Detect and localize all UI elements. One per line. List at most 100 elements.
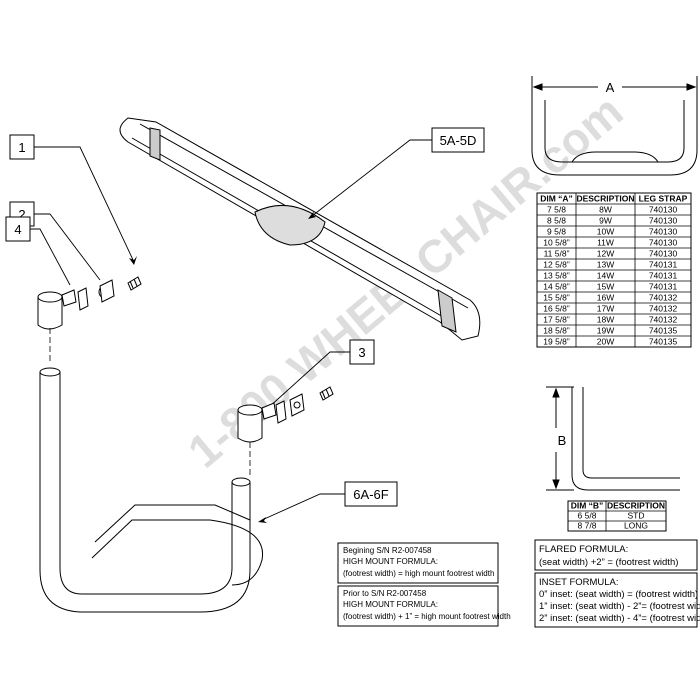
callout-1-leader bbox=[34, 146, 135, 263]
table-a-cell: 10W bbox=[597, 227, 614, 237]
callout-6-arrowhead bbox=[258, 517, 267, 523]
callout-4-label: 4 bbox=[14, 222, 21, 237]
inset-line4: 2” inset: (seat width) - 4”= (footrest w… bbox=[539, 613, 700, 624]
table-a-cell: 740132 bbox=[649, 293, 678, 303]
table-a-cell: 9 5/8 bbox=[547, 227, 566, 237]
table-a-cell: 12 5/8” bbox=[543, 260, 570, 270]
callout-6-leader bbox=[261, 493, 345, 521]
dim-b-detail bbox=[546, 386, 680, 491]
dim-a-tube-outer bbox=[531, 100, 698, 176]
footplate-center-recess bbox=[254, 205, 326, 246]
note-prior-line3: (footrest width) + 1” = high mount footr… bbox=[343, 612, 511, 621]
flared-formula: FLARED FORMULA: (seat width) +2” = (foot… bbox=[534, 539, 698, 571]
footplate bbox=[119, 117, 481, 341]
callout-4: 4 bbox=[5, 216, 71, 286]
callout-5-arrowhead bbox=[308, 211, 316, 219]
table-a-cell: 740135 bbox=[649, 337, 678, 347]
callout-3-label: 3 bbox=[358, 345, 365, 360]
dim-a-label: A bbox=[606, 80, 615, 95]
table-a-cell: 15 5/8” bbox=[543, 293, 570, 303]
right-clamp-body bbox=[237, 409, 263, 443]
right-clamp-assembly bbox=[237, 386, 334, 443]
footplate-right-tab bbox=[437, 289, 457, 333]
table-a-cell: 17 5/8” bbox=[543, 315, 570, 325]
right-clamp-tab bbox=[261, 402, 277, 420]
callout-6-label: 6A-6F bbox=[353, 487, 388, 502]
table-a-cell: 17W bbox=[597, 304, 614, 314]
callout-1: 1 bbox=[9, 134, 137, 265]
inset-line1: INSET FORMULA: bbox=[539, 577, 619, 588]
dim-a-tube-inner bbox=[544, 100, 685, 163]
table-a-cell: 8W bbox=[599, 205, 612, 215]
table-a-cell: 7 5/8 bbox=[547, 205, 566, 215]
table-a-cell: 740132 bbox=[649, 315, 678, 325]
note-beginning-line2: HIGH MOUNT FORMULA: bbox=[343, 557, 438, 566]
table-a-cell: 740131 bbox=[649, 260, 678, 270]
flared-line1: FLARED FORMULA: bbox=[539, 544, 628, 555]
table-a-header-cell: DESCRIPTION bbox=[576, 194, 634, 204]
callout-2-leader bbox=[34, 213, 101, 281]
table-b-header-cell: DIM “B” bbox=[571, 501, 604, 511]
table-a-cell: 740130 bbox=[649, 238, 678, 248]
table-a-cell: 740130 bbox=[649, 227, 678, 237]
callout-1-box bbox=[9, 134, 35, 160]
footplate-left-tab bbox=[149, 127, 161, 161]
left-bracket bbox=[99, 279, 115, 303]
flared-line2: (seat width) +2” = (footrest width) bbox=[539, 557, 678, 568]
table-a-cell: 14W bbox=[597, 271, 614, 281]
table-a-cell: 18 5/8” bbox=[543, 326, 570, 336]
dim-b-label: B bbox=[558, 433, 567, 448]
inset-line2: 0” inset: (seat width) = (footrest width… bbox=[539, 589, 698, 600]
left-set-screw bbox=[127, 276, 142, 291]
callout-3: 3 bbox=[267, 339, 375, 409]
callout-1-arrowhead bbox=[129, 256, 137, 265]
note-beginning-line1: Begining S/N R2-007458 bbox=[343, 546, 432, 555]
left-clamp-assembly bbox=[37, 276, 142, 330]
callout-5: 5A-5D bbox=[308, 127, 485, 219]
left-clamp-body bbox=[37, 296, 63, 330]
table-a-cell: 740131 bbox=[649, 271, 678, 281]
callout-5-box bbox=[431, 127, 485, 153]
table-a-cell: 10 5/8” bbox=[543, 238, 570, 248]
table-b-cell: STD bbox=[628, 511, 645, 521]
table-a-cell: 13 5/8” bbox=[543, 271, 570, 281]
table-a-cell: 13W bbox=[597, 260, 614, 270]
callout-5-leader bbox=[311, 139, 432, 217]
frame-tube bbox=[39, 367, 264, 613]
dim-b-tube-outer bbox=[571, 387, 680, 491]
table-a-cell: 740130 bbox=[649, 205, 678, 215]
right-clamp-top bbox=[237, 404, 263, 416]
callout-3-leader bbox=[267, 351, 350, 409]
table-a-cell: 740130 bbox=[649, 249, 678, 259]
table-b-header-cell: DESCRIPTION bbox=[607, 501, 665, 511]
frame-tube-left-end bbox=[39, 367, 61, 377]
table-a-cell: 19 5/8” bbox=[543, 337, 570, 347]
note-prior-sn: Prior to S/N R2-007458 HIGH MOUNT FORMUL… bbox=[337, 585, 511, 627]
table-b-cell: 6 5/8 bbox=[578, 511, 597, 521]
table-a-cell: 740135 bbox=[649, 326, 678, 336]
table-a-cell: 18W bbox=[597, 315, 614, 325]
table-a-cell: 14 5/8” bbox=[543, 282, 570, 292]
dim-b-tube-inner bbox=[582, 387, 680, 479]
table-a-cell: 9W bbox=[599, 216, 612, 226]
table-a-cell: 740131 bbox=[649, 282, 678, 292]
table-a-cell: 19W bbox=[597, 326, 614, 336]
inset-line3: 1” inset: (seat width) - 2”= (footrest w… bbox=[539, 601, 700, 612]
table-a-cell: 8 5/8 bbox=[547, 216, 566, 226]
frame-cross-curve bbox=[209, 519, 264, 586]
left-clamp-top bbox=[37, 291, 63, 303]
callout-3-box bbox=[349, 339, 375, 365]
dim-a-detail bbox=[531, 76, 698, 176]
frame-tube-outer bbox=[39, 372, 251, 613]
left-clamp-tab bbox=[61, 289, 77, 307]
note-prior-line2: HIGH MOUNT FORMULA: bbox=[343, 600, 438, 609]
table-b-cell: LONG bbox=[624, 521, 648, 531]
callout-4-leader bbox=[30, 228, 71, 286]
table-a-cell: 12W bbox=[597, 249, 614, 259]
table-a-cell: 740132 bbox=[649, 304, 678, 314]
callout-1-label: 1 bbox=[18, 140, 25, 155]
callout-6: 6A-6F bbox=[258, 481, 398, 523]
table-a-cell: 16W bbox=[597, 293, 614, 303]
